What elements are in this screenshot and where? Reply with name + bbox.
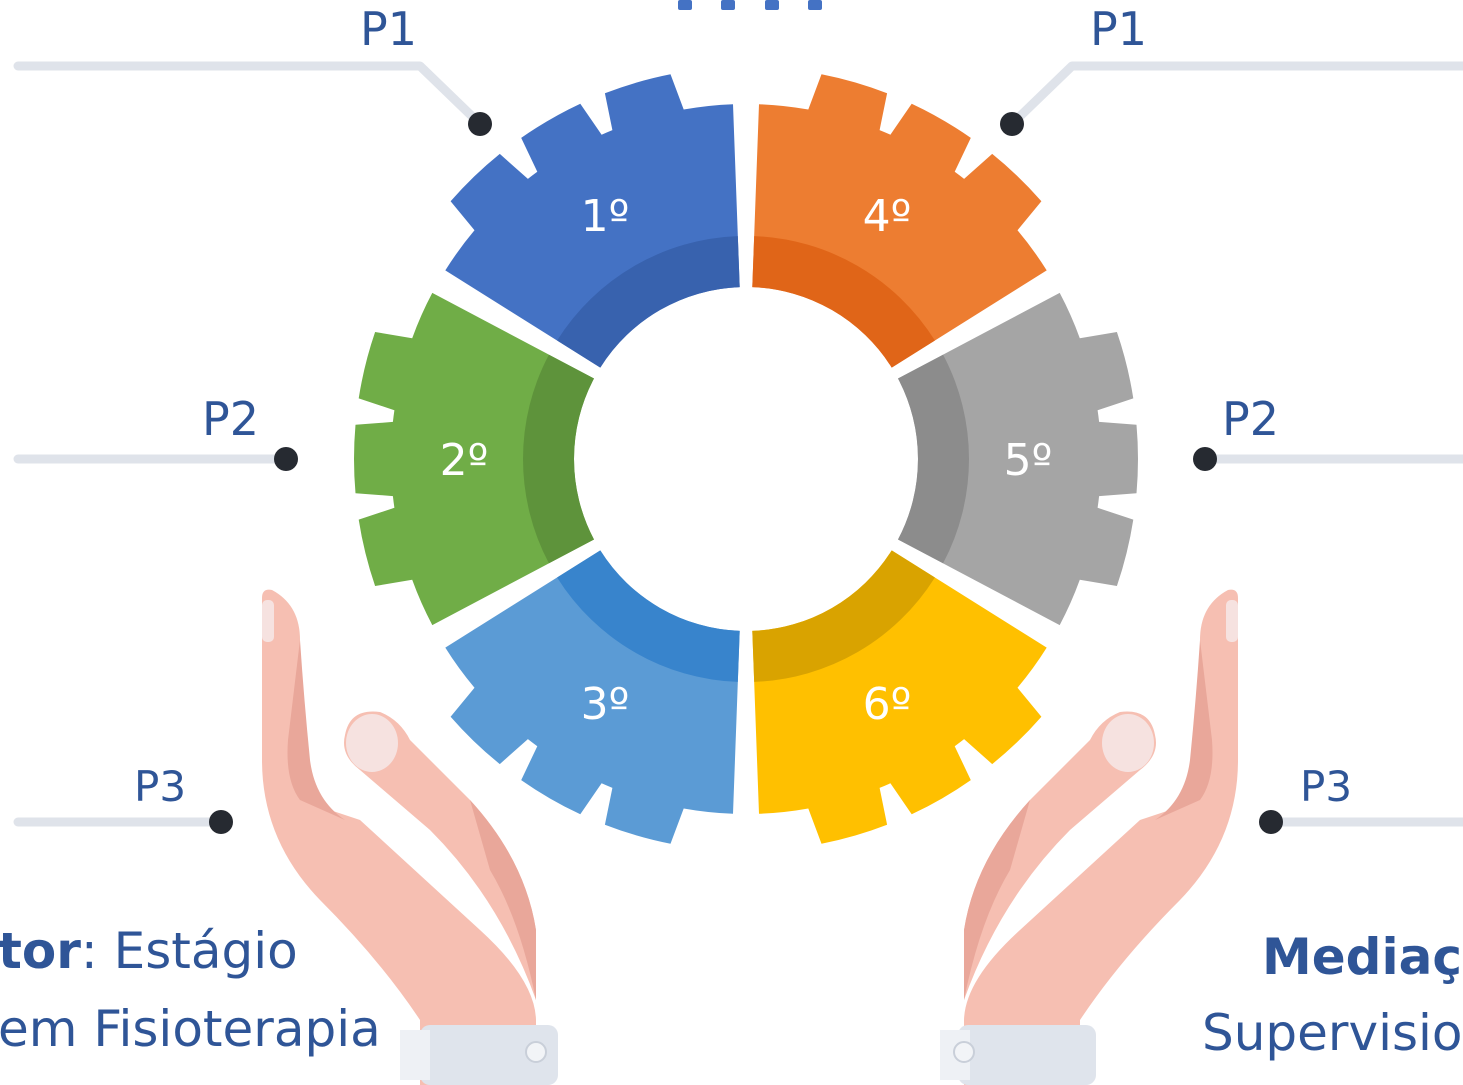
gear-segment-body [898,292,1138,626]
gear-segment-label: 4º [863,191,912,242]
right-label-p3: P3 [1300,762,1353,811]
left-description-bold: tor [0,922,81,980]
top-marks [678,0,822,10]
right-hand-icon [940,589,1238,1085]
connector-left-p1 [13,61,485,129]
gear-segment-3: 3º [445,550,740,844]
gear-segment-inner-shade [557,236,740,368]
gear-segment-6: 6º [752,550,1047,844]
right-description-line2: Supervisio [1202,1004,1463,1062]
right-description-title: Mediaçã [1262,918,1463,996]
gear-segment-label: 2º [440,435,489,486]
gear-segment-inner-shade [898,354,969,564]
dot-left-p3 [209,810,233,834]
left-description-line1: : Estágio [80,922,298,980]
gear-segment-body [354,292,594,626]
gear-segment-5: 5º [898,292,1138,626]
right-label-p1: P1 [1090,2,1148,56]
gear-segment-inner-shade [557,550,740,682]
gear-segment-1: 1º [445,74,740,368]
gear-segment-label: 1º [581,191,630,242]
dot-right-p3 [1259,810,1283,834]
right-description-bold: Mediaçã [1262,928,1463,986]
dot-right-p2 [1193,447,1217,471]
connector-dots [209,112,1283,834]
dot-right-p1 [1000,112,1024,136]
left-label-p2: P2 [202,392,260,446]
right-label-p2: P2 [1222,392,1280,446]
gear-segment-label: 6º [863,679,912,730]
left-description-line2: em Fisioterapia [0,1000,381,1058]
dot-left-p1 [468,112,492,136]
left-label-p1: P1 [360,2,418,56]
gear-segment-inner-shade [752,550,935,682]
gear-segment-inner-shade [523,354,594,564]
left-description: tor: Estágio em Fisioterapia [0,912,381,1068]
left-hand-icon [262,589,558,1085]
gear-segment-4: 4º [752,74,1047,368]
dot-left-p2 [274,447,298,471]
gear-segment-inner-shade [752,236,935,368]
gear-wheel: 4º 5º 6º 3º 2º 1º [354,74,1138,844]
gear-segment-2: 2º [354,292,594,626]
gear-segment-label: 3º [581,679,630,730]
connector-lines [13,61,1463,827]
gear-segment-label: 5º [1004,435,1053,486]
connector-right-p1 [1007,61,1463,129]
left-label-p3: P3 [134,762,187,811]
